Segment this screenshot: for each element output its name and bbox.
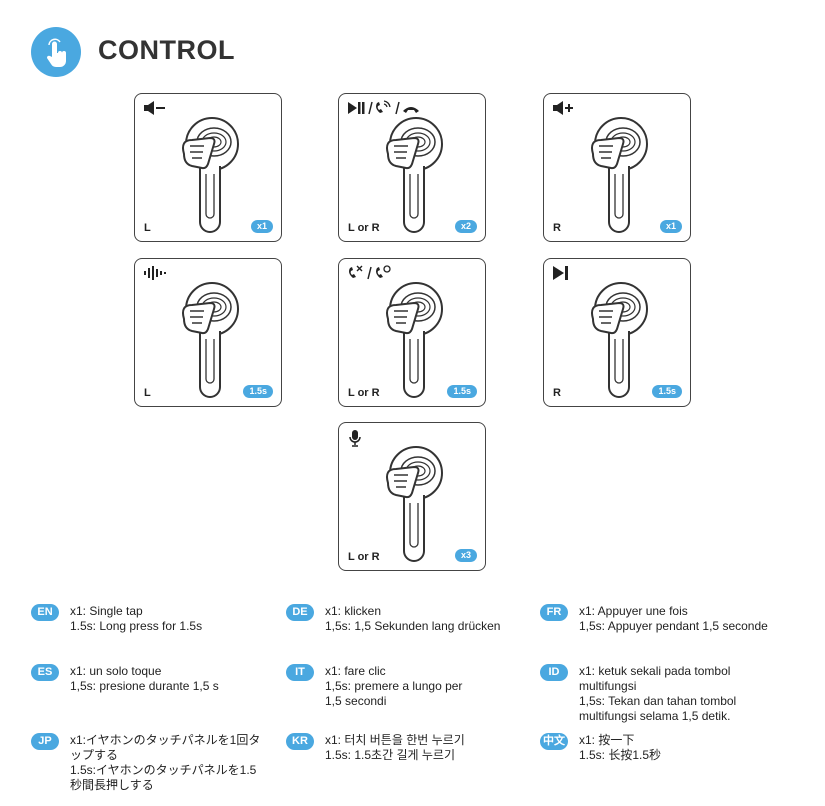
- language-badge: JP: [31, 733, 59, 750]
- earbud-side-label: R: [553, 387, 561, 399]
- language-badge: FR: [540, 604, 568, 621]
- instruction-text: x1: Appuyer une fois 1,5s: Appuyer penda…: [579, 604, 768, 633]
- action-badge: x1: [659, 220, 682, 233]
- instruction-text: x1: fare clic 1,5s: premere a lungo per …: [325, 664, 463, 708]
- volume-up-icon: [552, 100, 578, 116]
- earbud-side-label: L or R: [348, 222, 380, 234]
- earbud-side-label: L or R: [348, 387, 380, 399]
- instruction-text: x1: 터치 버튼을 한번 누르기 1.5s: 1.5초간 길게 누르기: [325, 733, 465, 762]
- earbud-touch-illustration-icon: [374, 114, 458, 241]
- earbud-touch-illustration-icon: [579, 114, 663, 241]
- earbud-touch-illustration-icon: [579, 279, 663, 406]
- language-badge: ID: [540, 664, 568, 681]
- action-badge: x1: [250, 220, 273, 233]
- action-badge: x3: [454, 549, 477, 562]
- earbud-side-label: L: [144, 387, 151, 399]
- earbud-side-label: R: [553, 222, 561, 234]
- language-badge: DE: [286, 604, 314, 621]
- language-badge: IT: [286, 664, 314, 681]
- action-badge: 1.5s: [447, 385, 477, 398]
- language-badge: ES: [31, 664, 59, 681]
- instruction-text: x1: ketuk sekali pada tombol multifungsi…: [579, 664, 737, 723]
- earbud-touch-illustration-icon: [374, 279, 458, 406]
- touch-hand-icon: [31, 27, 81, 77]
- earbud-touch-illustration-icon: [170, 114, 254, 241]
- instruction-text: x1: klicken 1,5s: 1,5 Sekunden lang drüc…: [325, 604, 501, 633]
- microphone-icon: [347, 429, 363, 447]
- gesture-panel: L or R 1.5s: [338, 258, 486, 407]
- next-track-icon: [552, 265, 572, 281]
- action-badge: 1.5s: [243, 385, 273, 398]
- earbud-side-label: L: [144, 222, 151, 234]
- play-pause-answer-hangup-icon: [347, 100, 437, 116]
- gesture-panel: L or R x3: [338, 422, 486, 571]
- volume-down-icon: [143, 100, 169, 116]
- earbud-side-label: L or R: [348, 551, 380, 563]
- action-badge: x2: [454, 220, 477, 233]
- language-badge: KR: [286, 733, 314, 750]
- action-badge: 1.5s: [652, 385, 682, 398]
- gesture-panel: R 1.5s: [543, 258, 691, 407]
- language-badge: EN: [31, 604, 59, 621]
- instruction-text: x1: 按一下 1.5s: 长按1.5秒: [579, 733, 662, 762]
- gesture-panel: L or R x2: [338, 93, 486, 242]
- earbud-touch-illustration-icon: [170, 279, 254, 406]
- instruction-text: x1: un solo toque 1,5s: presione durante…: [70, 664, 219, 693]
- gesture-panel: L 1.5s: [134, 258, 282, 407]
- earbud-touch-illustration-icon: [374, 443, 458, 570]
- language-badge: 中文: [540, 733, 568, 750]
- instruction-text: x1:イヤホンのタッチパネルを1回タ ップする 1.5s:イヤホンのタッチパネル…: [70, 733, 261, 792]
- noise-mode-icon: [143, 265, 169, 281]
- instruction-text: x1: Single tap 1.5s: Long press for 1.5s: [70, 604, 203, 633]
- page-title: CONTROL: [98, 35, 235, 65]
- reject-call-switch-icon: [347, 265, 407, 281]
